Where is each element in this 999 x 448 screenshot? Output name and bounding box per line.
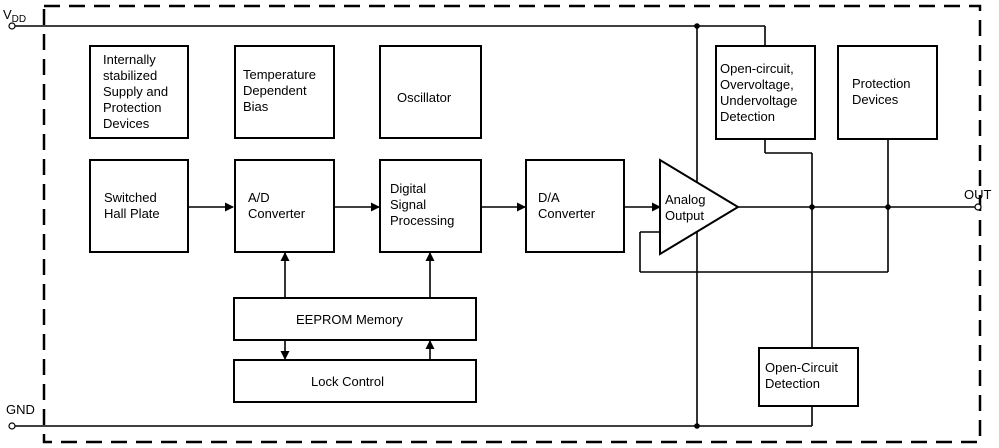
- block-text-line: Dependent: [243, 83, 307, 98]
- block-text-line: Processing: [390, 213, 454, 228]
- block-text-line: Hall Plate: [104, 206, 160, 221]
- vdd-label: VDD: [3, 7, 26, 25]
- lock-control-block: Lock Control: [233, 359, 477, 403]
- block-text-line: EEPROM Memory: [296, 312, 403, 327]
- block-text-line: Signal: [390, 197, 426, 212]
- block-text-line: Internally: [103, 52, 156, 67]
- lock-control-text: Lock Control: [311, 374, 384, 389]
- block-text-line: Protection: [852, 76, 911, 91]
- block-text-line: D/A: [538, 190, 560, 205]
- eeprom-block: EEPROM Memory: [233, 297, 477, 341]
- gnd-rail: [8, 407, 813, 430]
- block-text-line: Oscillator: [397, 90, 452, 105]
- oscillator-text: Oscillator: [397, 90, 452, 105]
- block-text-line: Temperature: [243, 67, 316, 82]
- block-text-line: Detection: [765, 376, 820, 391]
- block-text-line: Digital: [390, 181, 426, 196]
- block-text-line: Undervoltage: [720, 93, 797, 108]
- eeprom-text: EEPROM Memory: [296, 312, 403, 327]
- block-text-line: Analog: [665, 192, 705, 207]
- block-text-line: Open-circuit,: [720, 61, 794, 76]
- chip-boundary: [42, 4, 982, 444]
- block-text-line: Detection: [720, 109, 775, 124]
- block-text-line: Switched: [104, 190, 157, 205]
- block-text-line: Output: [665, 208, 704, 223]
- out-label: OUT: [964, 187, 992, 202]
- oscillator-block: Oscillator: [379, 45, 482, 139]
- block-text-line: Devices: [103, 116, 150, 131]
- output-line: [639, 139, 982, 348]
- block-text-line: stabilized: [103, 68, 157, 83]
- block-text-line: Supply and: [103, 84, 168, 99]
- block-text-line: Lock Control: [311, 374, 384, 389]
- block-text-line: A/D: [248, 190, 270, 205]
- block-text-line: Bias: [243, 99, 269, 114]
- gnd-label: GND: [6, 402, 35, 417]
- block-text-line: Converter: [248, 206, 306, 221]
- block-text-line: Open-Circuit: [765, 360, 838, 375]
- block-text-line: Converter: [538, 206, 596, 221]
- block-text-line: Devices: [852, 92, 899, 107]
- block-text-line: Protection: [103, 100, 162, 115]
- block-text-line: Overvoltage,: [720, 77, 794, 92]
